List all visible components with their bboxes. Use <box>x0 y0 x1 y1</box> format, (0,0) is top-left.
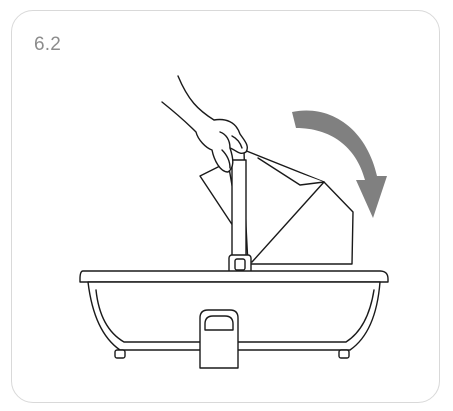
rotate-down-arrow-icon <box>292 110 387 218</box>
step-number: 6.2 <box>34 34 62 55</box>
canopy <box>199 149 354 265</box>
hand <box>161 75 249 173</box>
bassinet-body <box>79 270 389 369</box>
handle-arm <box>228 159 252 276</box>
